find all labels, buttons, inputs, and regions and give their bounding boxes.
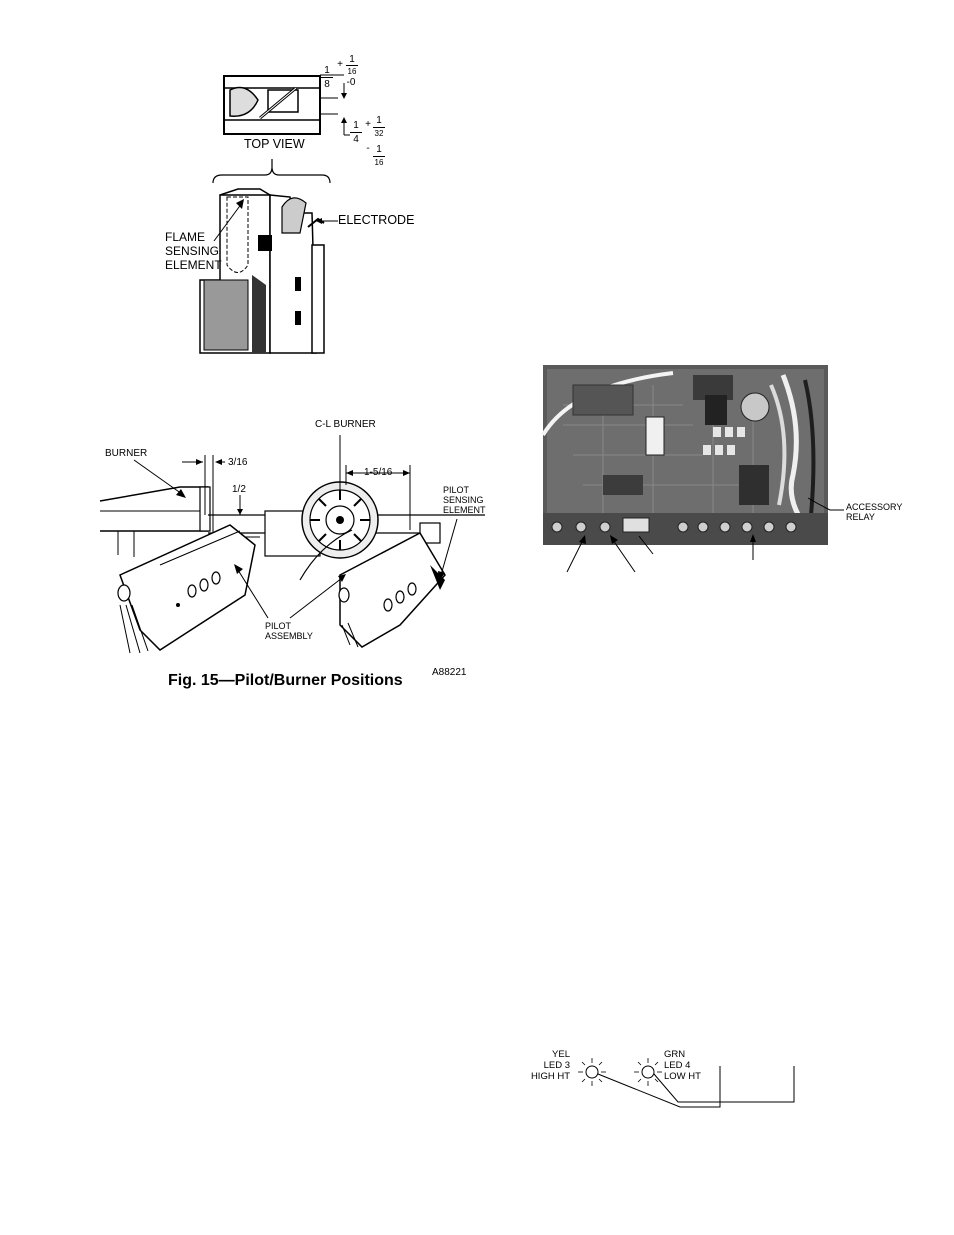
pilot-assembly-leaders xyxy=(230,560,350,625)
dim-3-16-label: 3/16 xyxy=(228,457,247,468)
flame-sensing-element-leader xyxy=(210,195,250,245)
top-view-brace xyxy=(210,155,335,185)
figure-15-caption: Fig. 15—Pilot/Burner Positions xyxy=(168,672,403,690)
accessory-relay-leader xyxy=(800,490,846,520)
cl-burner-label: C-L BURNER xyxy=(315,419,376,430)
burner-leader xyxy=(130,456,190,501)
pilot-sensing-element-leader xyxy=(435,515,465,585)
electrode-label: ELECTRODE xyxy=(338,214,414,227)
board-callout-arrows xyxy=(565,530,765,575)
pilot-sensing-element-label: PILOT SENSING ELEMENT xyxy=(443,485,486,515)
led-diagram-drawing xyxy=(570,1052,800,1112)
figure-15-code: A88221 xyxy=(432,667,466,678)
dim-1-5-16-label: 1-5/16 xyxy=(364,467,392,478)
dim-1-2-label: 1/2 xyxy=(232,484,246,495)
led3-labels: YEL LED 3 HIGH HT xyxy=(530,1049,570,1082)
control-board-photo xyxy=(543,365,828,545)
top-view-label: TOP VIEW xyxy=(244,138,305,151)
led3-icon xyxy=(586,1066,598,1078)
accessory-relay-label: ACCESSORY RELAY xyxy=(846,502,902,522)
electrode-leader xyxy=(314,216,340,226)
led4-icon xyxy=(642,1066,654,1078)
